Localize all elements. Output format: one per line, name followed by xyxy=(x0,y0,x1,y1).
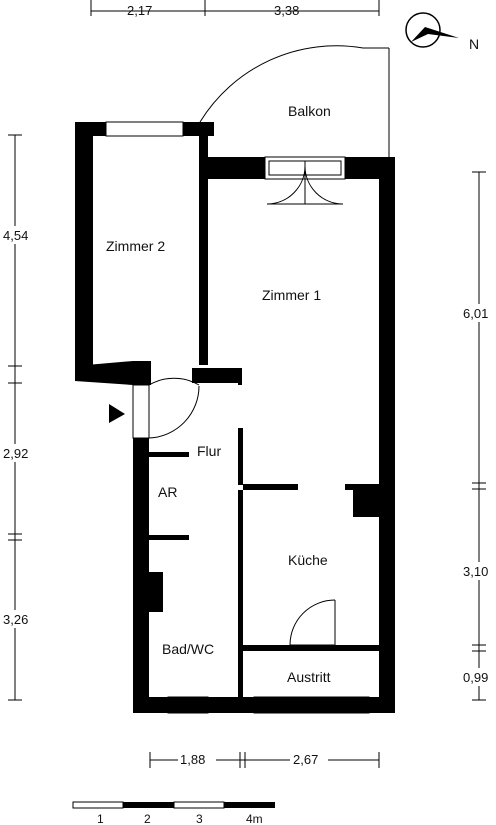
dim-right-top: 6,01 xyxy=(463,306,488,321)
balcony: Balkon xyxy=(199,45,390,160)
dim-bottom-left: 1,88 xyxy=(180,752,205,767)
austritt-door-icon xyxy=(289,599,336,646)
walls xyxy=(75,122,395,713)
dim-left-top: 4,54 xyxy=(3,228,28,243)
left-dimension-line: 4,54 2,92 3,26 xyxy=(3,134,29,701)
scale-label-1: 1 xyxy=(97,812,104,825)
room-label-austritt: Austritt xyxy=(287,669,331,685)
room-label-flur: Flur xyxy=(197,443,221,459)
room-label-kueche: Küche xyxy=(288,552,328,568)
dim-right-mid: 3,10 xyxy=(463,564,488,579)
top-dimension-line: 2,17 3,38 xyxy=(90,0,380,18)
room-label-balkon: Balkon xyxy=(288,103,331,119)
dim-top-right: 3,38 xyxy=(274,3,299,18)
room-label-ar: AR xyxy=(158,484,177,500)
entrance-door-icon xyxy=(132,377,200,439)
right-dimension-line: 6,01 3,10 0,99 xyxy=(463,171,495,701)
bottom-dimension-line: 1,88 2,67 xyxy=(149,751,380,768)
scale-label-3: 3 xyxy=(196,812,203,825)
room-label-zimmer2: Zimmer 2 xyxy=(106,238,165,254)
compass-north-icon: N xyxy=(405,12,479,52)
scale-label-4m: 4m xyxy=(246,812,263,825)
dim-right-bottom: 0,99 xyxy=(463,670,488,685)
dim-bottom-right: 2,67 xyxy=(293,752,318,767)
compass-label: N xyxy=(469,36,479,52)
dim-left-bottom: 3,26 xyxy=(3,612,28,627)
dim-top-left: 2,17 xyxy=(127,3,152,18)
scale-label-2: 2 xyxy=(144,812,151,825)
dim-left-mid: 2,92 xyxy=(3,446,28,461)
windows xyxy=(105,121,370,714)
room-label-bad: Bad/WC xyxy=(162,641,214,657)
room-label-zimmer1: Zimmer 1 xyxy=(262,287,321,303)
balcony-door-icon xyxy=(264,156,346,205)
scale-bar: 1 2 3 4m xyxy=(72,801,275,825)
entrance-arrow-icon xyxy=(109,404,125,423)
